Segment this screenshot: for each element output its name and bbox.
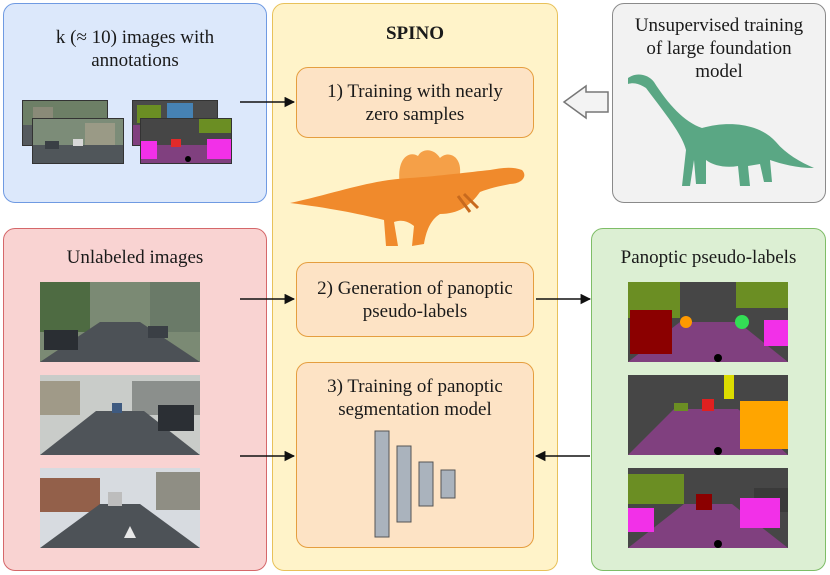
- step-train-segmentation-model: 3) Training of panoptic segmentation mod…: [296, 362, 534, 548]
- arrow-foundation-to-step1: [562, 84, 609, 120]
- unlabeled-image-2: [40, 375, 200, 455]
- annotation-mask: [140, 118, 232, 164]
- step-generate-pseudo-labels: 2) Generation of panoptic pseudo-labels: [296, 262, 534, 337]
- pseudo-labels-title: Panoptic pseudo-labels: [620, 247, 797, 268]
- step-3-label: 3) Training of panoptic segmentation mod…: [327, 376, 503, 420]
- step-1-label: 1) Training with nearly zero samples: [327, 80, 503, 125]
- foundation-model-title: Unsupervised training of large foundatio…: [634, 15, 804, 82]
- pseudo-labels-panel: Panoptic pseudo-labels: [591, 228, 826, 571]
- unlabeled-images-panel: Unlabeled images: [3, 228, 267, 571]
- unlabeled-image-3: [40, 468, 200, 548]
- network-layer-2: [396, 445, 412, 523]
- annotated-rgb-image: [32, 118, 124, 164]
- network-layer-3: [418, 461, 434, 507]
- network-layer-1: [374, 430, 390, 538]
- unlabeled-images-title: Unlabeled images: [66, 247, 204, 268]
- pseudo-label-2: [628, 375, 788, 455]
- sauropod-illustration: [628, 74, 814, 186]
- spino-title: SPINO: [385, 23, 445, 44]
- unlabeled-image-1: [40, 282, 200, 362]
- step-2-label: 2) Generation of panoptic pseudo-labels: [317, 277, 513, 322]
- spinosaurus-illustration: [290, 150, 525, 246]
- network-architecture: [374, 430, 456, 538]
- foundation-model-panel: Unsupervised training of large foundatio…: [612, 3, 826, 203]
- step-training-few-samples: 1) Training with nearly zero samples: [296, 67, 534, 138]
- pseudo-label-3: [628, 468, 788, 548]
- network-layer-4: [440, 469, 456, 499]
- annotated-images-panel: k (≈ 10) images with annotations: [3, 3, 267, 203]
- pseudo-label-1: [628, 282, 788, 362]
- annotated-images-title: k (≈ 10) images with annotations: [55, 27, 215, 71]
